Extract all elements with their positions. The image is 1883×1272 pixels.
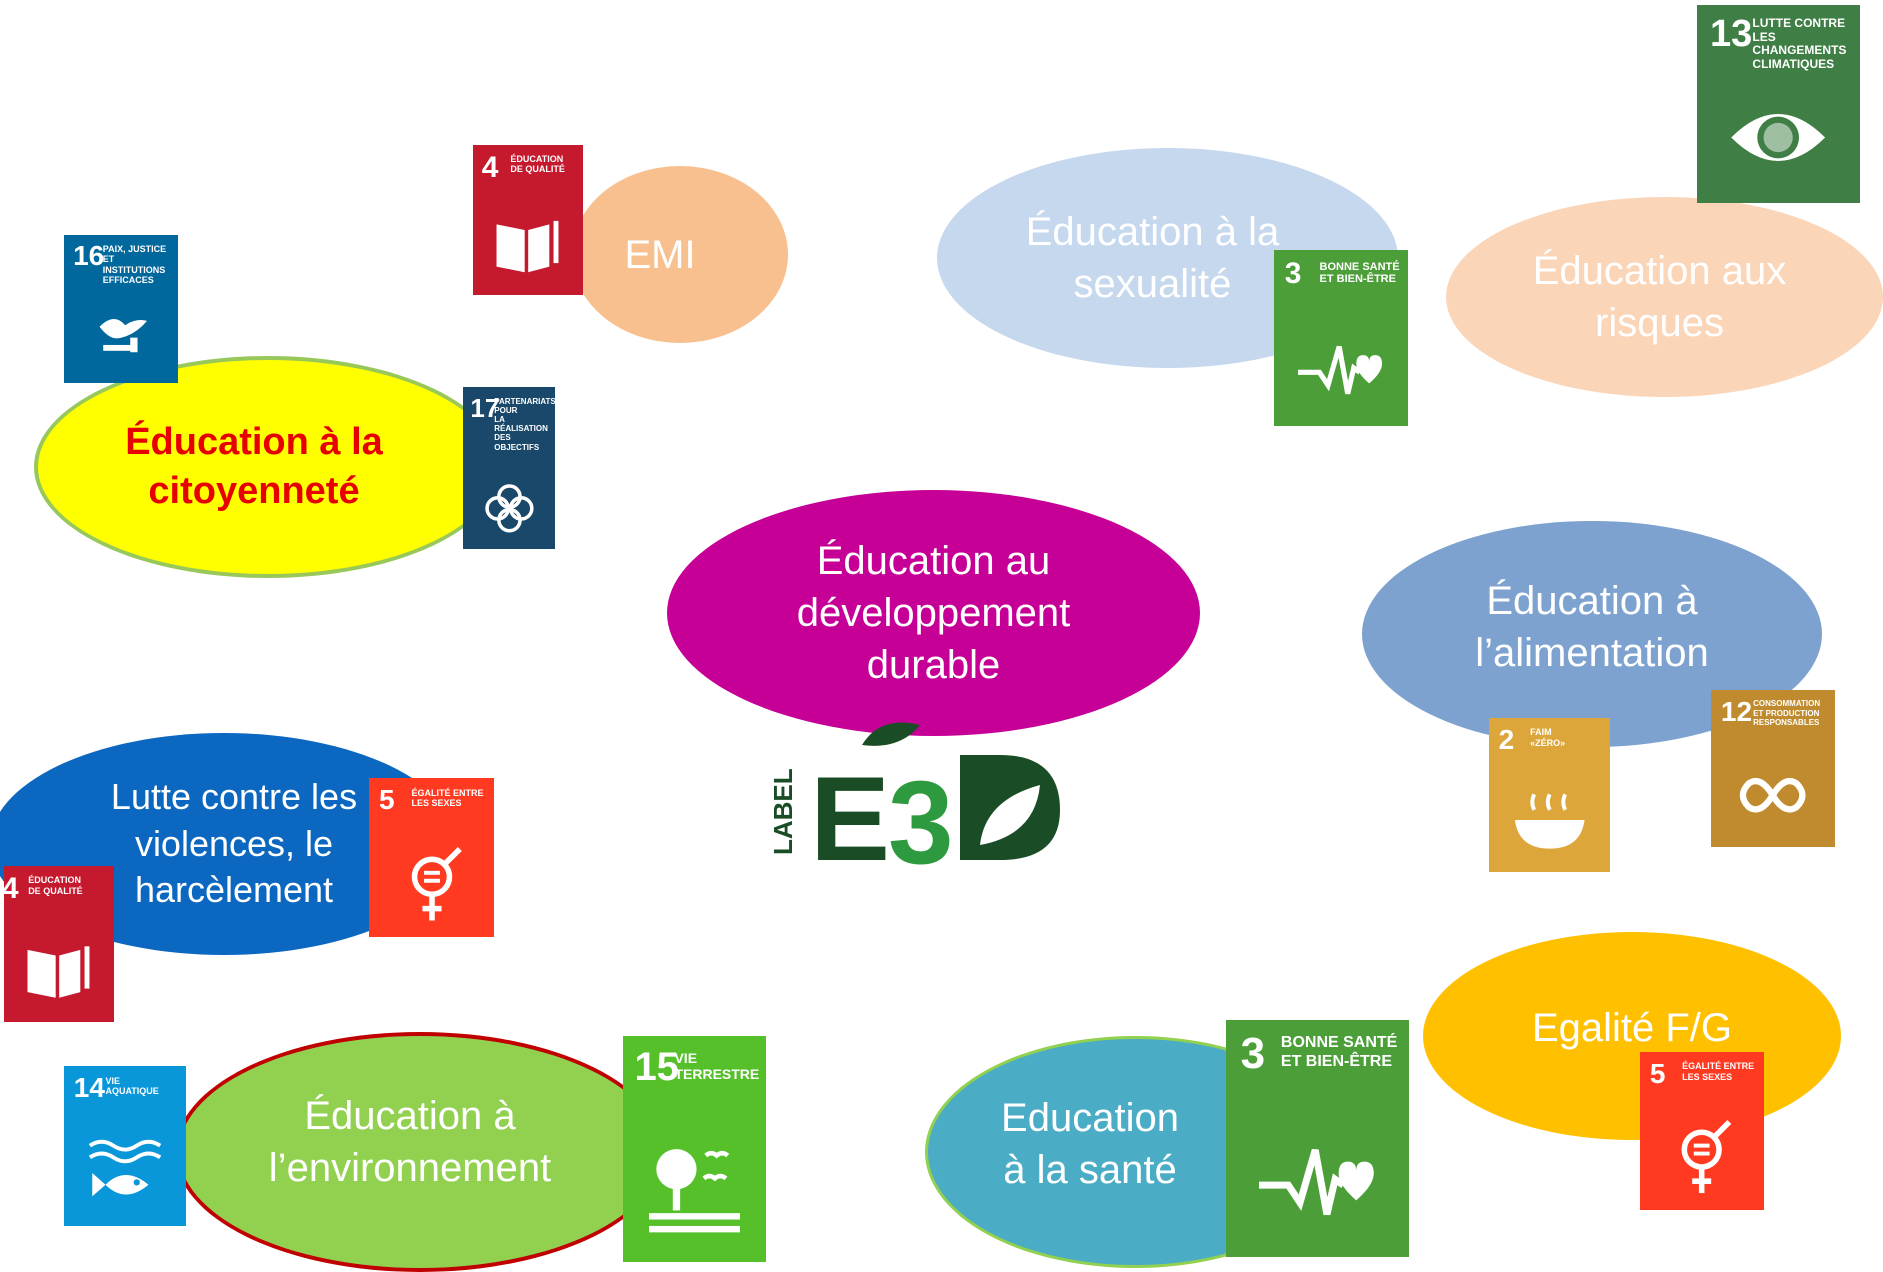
bubble-environnement: Éducation à l’environnement: [175, 1032, 665, 1272]
sdg-number: 4: [481, 150, 499, 184]
eye-globe-icon: [1731, 114, 1826, 162]
logo-main-text: E: [810, 752, 890, 865]
logo-main-digit: 3: [888, 757, 954, 865]
heartbeat-icon: [1258, 1148, 1374, 1215]
logo-side-text: LABEL: [770, 768, 798, 855]
gender-icon: [1681, 1120, 1732, 1194]
bubble-alimentation-label: Éducation à l’alimentation: [1475, 579, 1709, 675]
sdg-title: LUTTE CONTRE LES CHANGEMENTS CLIMATIQUES: [1752, 15, 1847, 72]
sdg-title: PARTENARIATS POUR LA RÉALISATION DES OBJ…: [494, 396, 555, 452]
leaf-icon-top: [862, 722, 920, 746]
bowl-icon: [1514, 793, 1585, 849]
sdg-title: BONNE SANTÉ ET BIEN-ÊTRE: [1280, 1034, 1398, 1070]
sdg-number: 17: [470, 393, 500, 424]
sdg-number: 3: [1240, 1028, 1266, 1078]
sdg-title: BONNE SANTÉ ET BIEN-ÊTRE: [1319, 260, 1400, 286]
sdg-number: 14: [73, 1072, 105, 1103]
sdg-title: FAIM «ZÉRO»: [1530, 727, 1566, 748]
fish-icon: [88, 1140, 162, 1197]
book-icon: [27, 945, 90, 998]
gender-icon: [411, 846, 462, 921]
bubble-egalite-label: Egalité F/G: [1531, 1006, 1733, 1050]
center-bubble-edd: Éducation au développement durable: [667, 490, 1200, 736]
sdg-tile-4: 4 ÉDUCATION DE QUALITÉ: [473, 145, 583, 295]
bubble-citoyennete-label: Éducation à la citoyenneté: [125, 420, 383, 512]
sdg-title: CONSOMMATION ET PRODUCTION RESPONSABLES: [1753, 699, 1821, 727]
bubble-sexualite-label: Éducation à la sexualité: [1025, 210, 1280, 306]
sdg-number: 5: [379, 783, 395, 815]
infinity-icon: [1740, 777, 1806, 813]
flower-icon: [484, 484, 534, 533]
dove-icon: [99, 319, 147, 353]
sdg-number: 3: [1284, 256, 1302, 290]
sdg-tile-2: 2 FAIM «ZÉRO»: [1489, 718, 1610, 872]
bubble-risques-label: Éducation aux risques: [1532, 249, 1787, 345]
sdg-tile-5-left: 5 ÉGALITÉ ENTRE LES SEXES: [369, 778, 494, 937]
bubble-environnement-label: Éducation à l’environnement: [268, 1094, 552, 1190]
sdg-tile-12: 12 CONSOMMATION ET PRODUCTION RESPONSABL…: [1711, 690, 1835, 847]
center-bubble-label: Éducation au développement durable: [796, 539, 1071, 687]
sdg-title: VIE TERRESTRE: [674, 1049, 760, 1082]
sdg-title: PAIX, JUSTICE ET INSTITUTIONS EFFICACES: [102, 243, 167, 285]
sdg-tile-13: 13 LUTTE CONTRE LES CHANGEMENTS CLIMATIQ…: [1697, 5, 1860, 203]
sdg-number: 15: [634, 1045, 679, 1090]
sdg-tile-15: 15 VIE TERRESTRE: [623, 1036, 766, 1262]
sdg-number: 13: [1710, 12, 1753, 55]
sdg-title: ÉDUCATION DE QUALITÉ: [510, 154, 565, 175]
e3d-logo-graphic: LABEL E 3: [768, 722, 1060, 889]
sdg-tile-4-bottom: 4 ÉDUCATION DE QUALITÉ: [4, 866, 114, 1022]
leaf-icon: [980, 785, 1040, 845]
bubble-emi: EMI: [572, 166, 788, 343]
book-icon: [496, 220, 559, 273]
bubble-citoyennete: Éducation à la citoyenneté: [34, 356, 502, 578]
sdg-title: ÉDUCATION DE QUALITÉ: [28, 875, 83, 896]
e3d-label-logo: LABEL E 3: [768, 715, 1070, 889]
sdg-tile-5-right: 5 ÉGALITÉ ENTRE LES SEXES: [1640, 1052, 1764, 1210]
sdg-title: ÉGALITÉ ENTRE LES SEXES: [411, 787, 484, 808]
sdg-tile-3-top: 3 BONNE SANTÉ ET BIEN-ÊTRE: [1274, 250, 1408, 426]
sdg-number: 12: [1720, 695, 1753, 727]
sdg-title: ÉGALITÉ ENTRE LES SEXES: [1682, 1061, 1755, 1082]
bubble-violences-label: Lutte contre les violences, le harcèleme…: [110, 775, 358, 911]
sdg-tile-17: 17 PARTENARIATS POUR LA RÉALISATION DES …: [463, 387, 555, 549]
sdg-number: 4: [4, 871, 19, 905]
sdg-number: 5: [1649, 1057, 1666, 1089]
bubble-emi-label: EMI: [624, 232, 696, 277]
bubble-sante-label: Education à la santé: [1001, 1096, 1179, 1192]
sdg-tile-16: 16 PAIX, JUSTICE ET INSTITUTIONS EFFICAC…: [64, 235, 178, 383]
sdg-number: 16: [73, 240, 105, 272]
bubble-risques: Éducation aux risques: [1446, 197, 1883, 397]
sdg-number: 2: [1498, 723, 1515, 755]
bubble-egalite: Egalité F/G: [1423, 932, 1841, 1140]
tree-icon: [648, 1148, 741, 1233]
sdg-title: VIE AQUATIQUE: [105, 1075, 159, 1096]
sdg-tile-14: 14 VIE AQUATIQUE: [64, 1066, 186, 1226]
heartbeat-icon: [1298, 345, 1383, 395]
sdg-tile-3-bottom: 3 BONNE SANTÉ ET BIEN-ÊTRE: [1226, 1020, 1409, 1257]
